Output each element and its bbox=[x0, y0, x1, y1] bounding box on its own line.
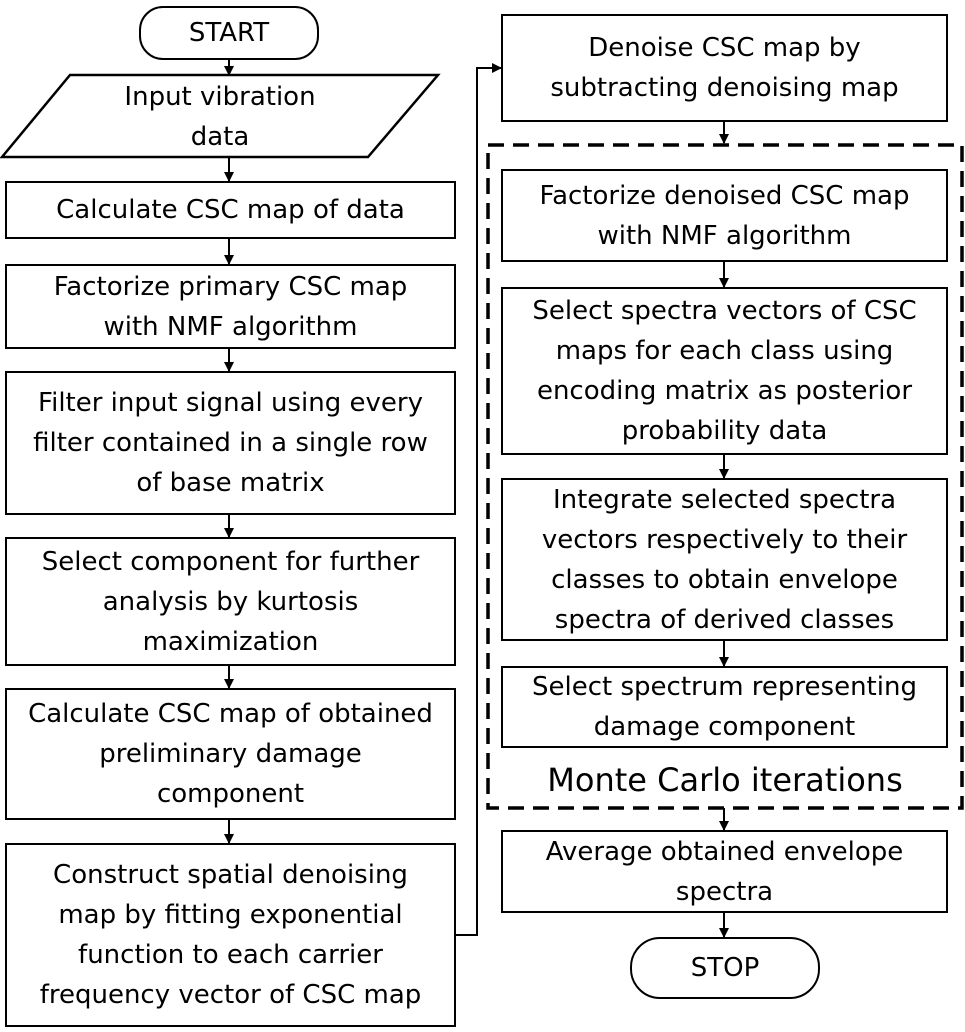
filter-signal-label: Filter input signal using every filter c… bbox=[33, 388, 428, 498]
calc-preliminary-box: Calculate CSC map of obtained preliminar… bbox=[5, 688, 456, 820]
denoise-map-box: Denoise CSC map by subtracting denoising… bbox=[501, 14, 948, 122]
construct-denoising-box: Construct spatial denoising map by fitti… bbox=[5, 843, 456, 1027]
monte-carlo-region bbox=[486, 143, 964, 810]
left-arrows bbox=[224, 60, 729, 938]
start-label: START bbox=[188, 18, 270, 48]
start-terminal: START bbox=[139, 6, 319, 60]
input-data-label: Input vibration data bbox=[124, 82, 316, 152]
input-parallelogram bbox=[0, 73, 441, 159]
integrate-spectra-label: Integrate selected spectra vectors respe… bbox=[541, 484, 908, 635]
stop-label: STOP bbox=[690, 953, 760, 983]
calc-csc-map-box: Calculate CSC map of data bbox=[5, 181, 456, 239]
factorize-primary-label: Factorize primary CSC map with NMF algor… bbox=[53, 271, 408, 342]
average-spectra-label: Average obtained envelope spectra bbox=[545, 836, 904, 907]
input-data-node: Input vibration data bbox=[70, 77, 370, 157]
factorize-denoised-box: Factorize denoised CSC map with NMF algo… bbox=[501, 169, 948, 262]
factorize-primary-box: Factorize primary CSC map with NMF algor… bbox=[5, 264, 456, 349]
construct-denoising-label: Construct spatial denoising map by fitti… bbox=[39, 860, 422, 1010]
factorize-denoised-label: Factorize denoised CSC map with NMF algo… bbox=[539, 180, 910, 251]
select-component-label: Select component for further analysis by… bbox=[41, 546, 420, 657]
select-spectra-box: Select spectra vectors of CSC maps for e… bbox=[501, 287, 948, 455]
select-spectrum-box: Select spectrum representing damage comp… bbox=[501, 666, 948, 748]
calc-csc-map-label: Calculate CSC map of data bbox=[56, 195, 405, 225]
select-spectra-label: Select spectra vectors of CSC maps for e… bbox=[532, 296, 917, 446]
select-component-box: Select component for further analysis by… bbox=[5, 537, 456, 666]
denoise-map-label: Denoise CSC map by subtracting denoising… bbox=[550, 33, 899, 103]
average-spectra-box: Average obtained envelope spectra bbox=[501, 830, 948, 913]
select-spectrum-label: Select spectrum representing damage comp… bbox=[532, 672, 917, 742]
calc-preliminary-label: Calculate CSC map of obtained preliminar… bbox=[28, 699, 433, 809]
filter-signal-box: Filter input signal using every filter c… bbox=[5, 371, 456, 515]
stop-terminal: STOP bbox=[630, 937, 820, 999]
monte-carlo-label: Monte Carlo iterations bbox=[547, 761, 903, 799]
integrate-spectra-box: Integrate selected spectra vectors respe… bbox=[501, 478, 948, 641]
